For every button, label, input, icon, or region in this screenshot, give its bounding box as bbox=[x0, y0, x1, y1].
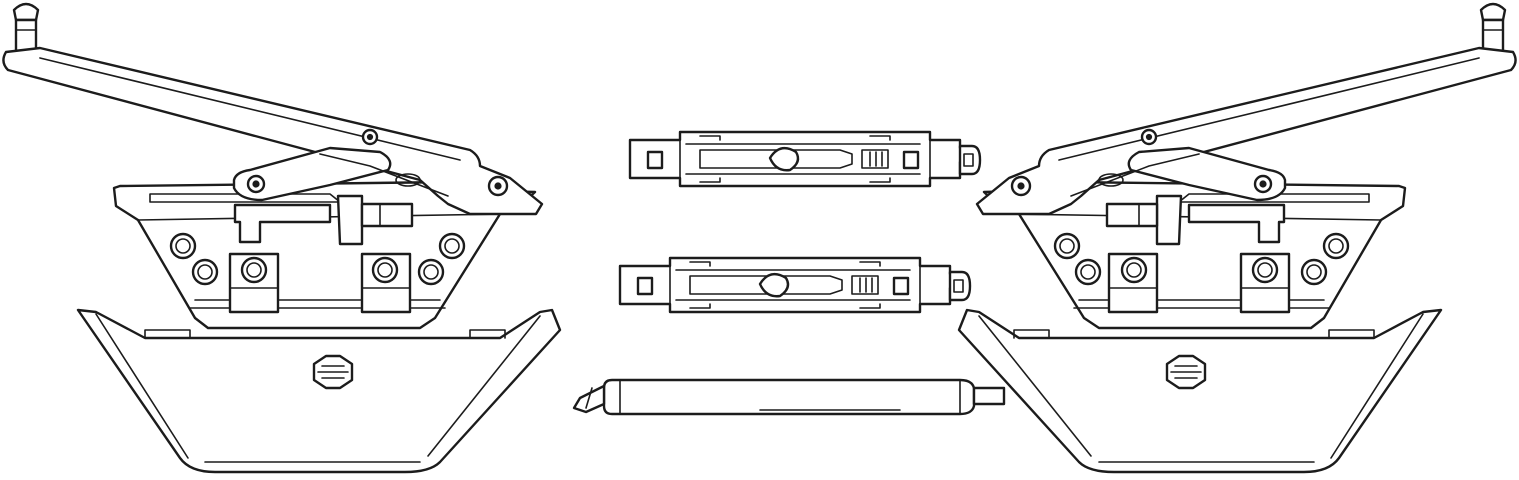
left-assembly bbox=[2, 2, 562, 474]
connecting-rod-icon bbox=[572, 378, 1006, 416]
lower-locking-slider bbox=[618, 256, 972, 314]
upper-locking-slider bbox=[628, 130, 982, 188]
right-assembly bbox=[957, 2, 1517, 474]
